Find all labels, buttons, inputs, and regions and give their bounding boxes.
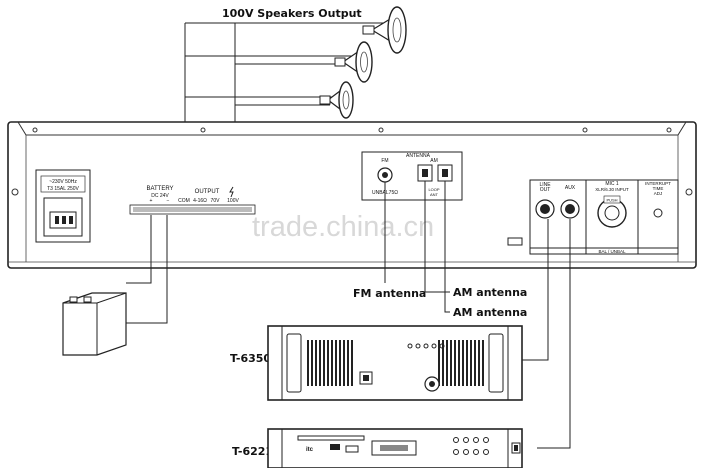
interrupt-adjust-knob[interactable] bbox=[653, 208, 663, 218]
am-sub-line1: LOOP bbox=[428, 187, 439, 192]
rear-panel: ~230V 50Hz T3 15AL 250V BATTERY DC 24V O… bbox=[7, 121, 697, 269]
horn-speaker-icon bbox=[362, 6, 407, 54]
vent-slot bbox=[339, 340, 341, 386]
vent-slot bbox=[315, 340, 317, 386]
am-antenna-label-2: AM antenna bbox=[453, 306, 527, 319]
fm-label: FM bbox=[381, 158, 388, 164]
battery-icon bbox=[62, 292, 127, 356]
vent-slot bbox=[335, 340, 337, 386]
speaker-wiring bbox=[184, 22, 395, 212]
vent-slot bbox=[307, 340, 309, 386]
screw-icon bbox=[666, 127, 672, 133]
interrupt-line1: INTERRUPT bbox=[645, 181, 671, 186]
line-out-line1: LINE bbox=[539, 182, 551, 188]
screw-icon bbox=[200, 127, 206, 133]
interrupt-line2: TIME bbox=[653, 186, 664, 191]
interrupt-line3: ADJ bbox=[654, 191, 663, 196]
speakers-output-label: 100V Speakers Output bbox=[222, 7, 362, 20]
sd-slot[interactable] bbox=[345, 445, 359, 453]
screw-icon bbox=[32, 127, 38, 133]
vent-slot bbox=[442, 340, 444, 386]
power-inlet[interactable]: ~230V 50Hz T3 15AL 250V bbox=[35, 169, 91, 243]
lightning-icon bbox=[229, 186, 234, 198]
mic-line2: XLR/6.30 INPUT bbox=[595, 187, 629, 192]
antenna-block: ANTENNA FM UNBAL75Ω AM LOOP ANT bbox=[361, 151, 463, 201]
vent-slot bbox=[450, 340, 452, 386]
antenna-label: ANTENNA bbox=[406, 153, 431, 159]
fm-antenna-label: FM antenna bbox=[353, 287, 426, 300]
handle-left bbox=[286, 333, 302, 393]
vent-slot bbox=[470, 340, 472, 386]
amplifier-t6350: T-6350 bbox=[230, 325, 523, 401]
horn-speaker-icon bbox=[319, 81, 354, 119]
output-tap-4-16: 4-16Ω bbox=[193, 198, 207, 204]
vent-slot bbox=[438, 340, 440, 386]
audio-io-panel: LINE OUT AUX MIC 1 XLR/6.30 INPUT PUSH B… bbox=[529, 179, 679, 255]
battery-minus: − bbox=[167, 198, 170, 204]
amp-model-label: T-6350 bbox=[230, 352, 271, 365]
battery-plus: + bbox=[150, 198, 153, 204]
output-tap-100v: 100V bbox=[227, 198, 239, 204]
vent-slot bbox=[462, 340, 464, 386]
vent-slot bbox=[482, 340, 484, 386]
line-out-line2: OUT bbox=[540, 187, 551, 193]
vent-slot bbox=[331, 340, 333, 386]
vent-slot bbox=[466, 340, 468, 386]
disc-slot[interactable] bbox=[297, 435, 365, 441]
player-model-label: T-6221 bbox=[232, 445, 273, 458]
output-tap-70v: 70V bbox=[211, 198, 221, 204]
mic-sub: BAL / UNBAL bbox=[598, 249, 626, 254]
battery-voltage: DC 24V bbox=[151, 193, 169, 199]
am-antenna-label-1: AM antenna bbox=[453, 286, 527, 299]
vent-slot bbox=[319, 340, 321, 386]
line-out-wiring bbox=[522, 219, 549, 361]
player-t6221: T-6221 itc bbox=[232, 428, 523, 468]
battery-output-terminal: BATTERY DC 24V OUTPUT + − COM 4-16Ω 70V … bbox=[129, 186, 256, 215]
control-buttons[interactable] bbox=[453, 437, 489, 455]
vent-slot bbox=[311, 340, 313, 386]
antenna-callouts: FM antenna AM antenna AM antenna bbox=[353, 181, 527, 319]
usb-port[interactable] bbox=[330, 444, 340, 450]
battery-label: BATTERY bbox=[146, 186, 173, 192]
vent-slot bbox=[446, 340, 448, 386]
speakers-output: 100V Speakers Output bbox=[184, 6, 407, 212]
vent-slot bbox=[351, 340, 353, 386]
output-tap-com: COM bbox=[178, 198, 190, 204]
am-sub-line2: ANT bbox=[430, 192, 439, 197]
indicator-leds bbox=[407, 343, 445, 349]
power-label-line1: ~230V 50Hz bbox=[49, 179, 77, 185]
vent-slot bbox=[458, 340, 460, 386]
am-label: AM bbox=[430, 158, 438, 164]
vent-slot bbox=[343, 340, 345, 386]
small-connector-icon bbox=[507, 237, 523, 246]
screw-icon bbox=[11, 188, 19, 196]
screw-icon bbox=[582, 127, 588, 133]
screw-icon bbox=[685, 188, 693, 196]
vent-slot bbox=[454, 340, 456, 386]
handle-right bbox=[488, 333, 504, 393]
mic-line1: MIC 1 bbox=[605, 181, 619, 187]
power-label-line2: T3 15AL 250V bbox=[47, 186, 79, 192]
aux-wiring bbox=[537, 219, 571, 449]
mic-push: PUSH bbox=[606, 198, 617, 203]
output-label: OUTPUT bbox=[195, 189, 220, 195]
watermark: trade.china.cn bbox=[252, 211, 434, 243]
vent-slot bbox=[323, 340, 325, 386]
vent-slot bbox=[347, 340, 349, 386]
vent-slot bbox=[327, 340, 329, 386]
vent-slot bbox=[474, 340, 476, 386]
vent-slot bbox=[478, 340, 480, 386]
screw-icon bbox=[378, 127, 384, 133]
horn-speaker-icon bbox=[334, 41, 373, 83]
vent-grille bbox=[307, 340, 353, 386]
vent-grille bbox=[438, 340, 484, 386]
battery-wiring bbox=[126, 215, 168, 324]
player-brand: itc bbox=[306, 447, 314, 453]
aux-label: AUX bbox=[565, 185, 576, 191]
